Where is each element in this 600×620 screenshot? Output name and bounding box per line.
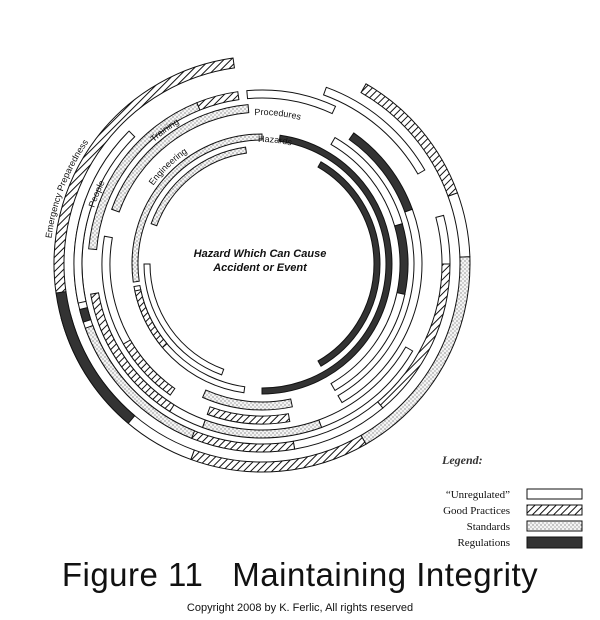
ring-4-segment-good [196, 91, 240, 111]
ring-0-segment-unregulated [143, 263, 225, 376]
ring-6-segment-unregulated [447, 192, 471, 258]
legend-label-standards: Standards [467, 521, 510, 533]
ring-2-segment-regulations [394, 223, 409, 295]
ring-label-procedures: Procedures [254, 107, 302, 122]
legend-label-unregulated: “Unregulated” [446, 489, 510, 501]
ring-4 [88, 89, 414, 439]
legend-label-good-practices: Good Practices [443, 505, 510, 517]
figure-caption: Figure 11 Maintaining Integrity [61, 556, 539, 593]
ring-1-segment-regulations [261, 134, 393, 395]
legend-swatch-good-practices [526, 504, 583, 516]
ring-5-segment-unregulated [435, 214, 451, 265]
legend-label-regulations: Regulations [457, 537, 510, 549]
ring-3 [101, 104, 423, 425]
ring-4-segment-unregulated [246, 89, 337, 115]
ring-0-segment-standards [150, 146, 247, 227]
legend-title: Legend: [441, 453, 483, 467]
center-hazard-text: Hazard Which Can Cause Accident or Event [194, 248, 327, 274]
legend-item-unregulated: “Unregulated” [446, 488, 583, 501]
ring-4-segment-standards [88, 102, 201, 251]
ring-5-segment-standards [84, 324, 196, 439]
ring-5-segment-unregulated [73, 130, 136, 304]
ring-3-segment-standards [111, 104, 250, 213]
copyright-notice: Copyright 2008 by K. Ferlic, All rights … [186, 602, 414, 614]
center-text-line-2: Accident or Event [212, 262, 308, 274]
ring-2-segment-unregulated [330, 292, 406, 392]
ring-6 [53, 57, 471, 473]
legend-item-regulations: Regulations [457, 536, 583, 549]
ring-1-segment-standards [131, 133, 263, 283]
ring-4-segment-good [90, 292, 175, 413]
legend: Legend: “Unregulated” Good Practices Sta… [441, 453, 583, 549]
ring-5-segment-unregulated [322, 86, 426, 175]
ring-5-segment-regulations [78, 306, 92, 323]
legend-swatch-standards [526, 520, 583, 532]
center-text-line-1: Hazard Which Can Cause [194, 248, 327, 260]
ring-3-segment-unregulated [337, 208, 423, 404]
ring-1 [131, 133, 393, 395]
ring-5 [73, 86, 451, 453]
ring-0 [143, 146, 381, 376]
ring-6-segment-good [53, 57, 236, 294]
ring-2 [201, 136, 409, 411]
integrity-diagram: Hazards Engineering Procedures Training … [44, 57, 583, 549]
ring-label-hazards: Hazards [258, 134, 294, 148]
ring-0-segment-regulations [317, 161, 381, 367]
ring-3-segment-good [122, 339, 176, 396]
legend-item-good-practices: Good Practices [443, 504, 583, 517]
ring-3-segment-good [206, 406, 291, 425]
ring-2-segment-standards [201, 389, 293, 411]
legend-swatch-unregulated [526, 488, 583, 500]
ring-1-segment-good [134, 289, 168, 349]
legend-swatch-regulations [526, 536, 583, 549]
ring-layers [53, 57, 471, 473]
legend-item-standards: Standards [467, 520, 583, 533]
